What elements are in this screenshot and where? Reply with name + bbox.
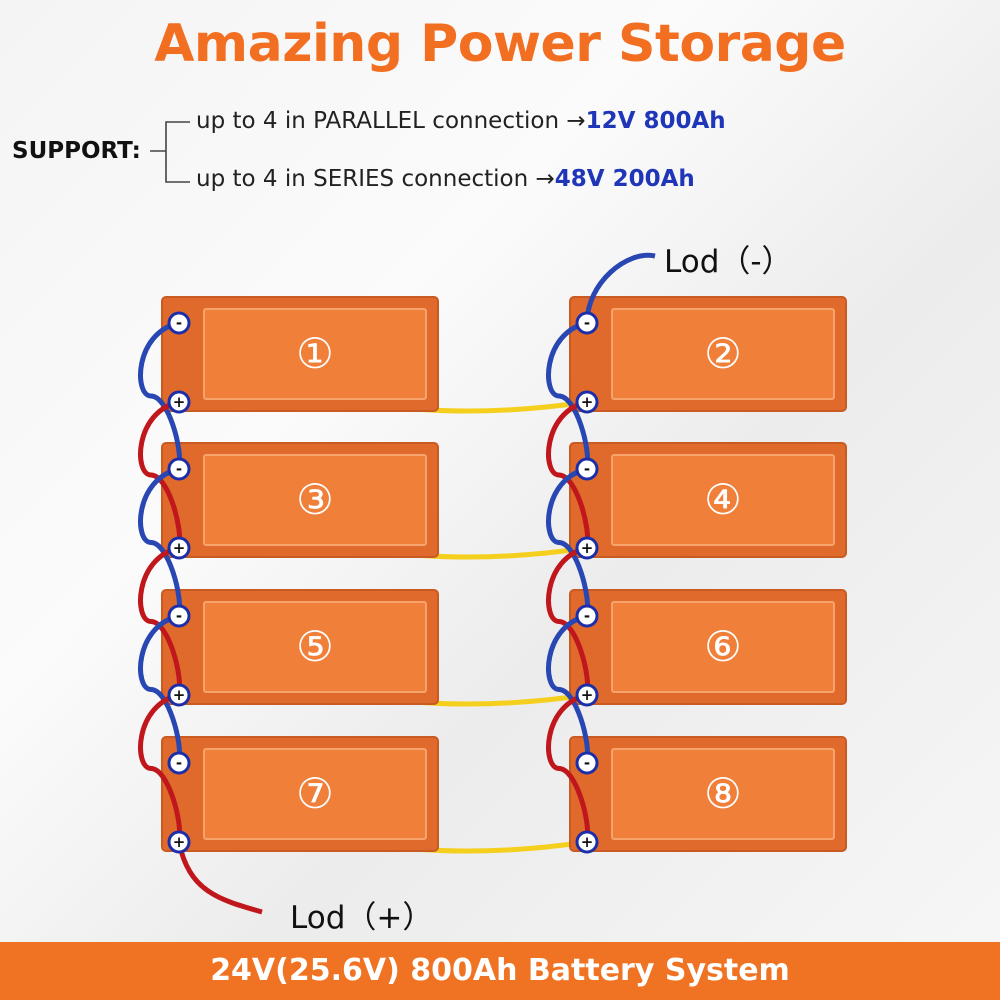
svg-text:+: + xyxy=(581,539,594,557)
load-positive-label: Lod（+） xyxy=(290,900,434,936)
battery-4-negative-terminal: - xyxy=(575,457,599,481)
svg-text:-: - xyxy=(176,314,182,332)
battery-4-number: ④ xyxy=(704,475,742,524)
negative-wire-col2-2 xyxy=(546,466,591,617)
battery-1-positive-terminal: + xyxy=(167,390,191,414)
load-negative-label: Lod（-） xyxy=(664,244,793,280)
svg-text:+: + xyxy=(173,833,186,851)
support-label: SUPPORT: xyxy=(12,138,141,164)
battery-4: ④ xyxy=(569,442,847,558)
svg-text:-: - xyxy=(176,460,182,478)
battery-8-positive-terminal: + xyxy=(575,830,599,854)
terminals: - + - + - + - + - + - + - + - + xyxy=(167,311,599,854)
svg-text:-: - xyxy=(584,607,590,625)
battery-5: ⑤ xyxy=(161,589,439,705)
battery-2-number: ② xyxy=(704,329,742,378)
battery-7-positive-terminal: + xyxy=(167,830,191,854)
support-series-row: up to 4 in SERIES connection →48V 200Ah xyxy=(196,166,695,192)
svg-text:+: + xyxy=(581,686,594,704)
battery-5-number: ⑤ xyxy=(296,622,334,671)
battery-7-number: ⑦ xyxy=(296,769,334,818)
negative-wire-col2-3 xyxy=(546,613,591,764)
battery-8-number: ⑧ xyxy=(704,769,742,818)
battery-6-number: ⑥ xyxy=(704,622,742,671)
negative-wire-col1-2 xyxy=(138,466,183,617)
battery-1-number: ① xyxy=(296,329,334,378)
support-series-value: 48V 200Ah xyxy=(554,166,695,192)
battery-3-positive-terminal: + xyxy=(167,536,191,560)
svg-text:-: - xyxy=(584,754,590,772)
negative-wire-col1-3 xyxy=(138,613,183,764)
battery-6-negative-terminal: - xyxy=(575,604,599,628)
battery-3-negative-terminal: - xyxy=(167,457,191,481)
page-title: Amazing Power Storage xyxy=(154,14,846,74)
footer-banner: 24V(25.6V) 800Ah Battery System xyxy=(0,942,1000,1000)
svg-text:+: + xyxy=(173,393,186,411)
support-series-text: up to 4 in SERIES connection → xyxy=(196,166,555,192)
load-negative-wire xyxy=(584,252,656,324)
support-bracket xyxy=(150,121,190,183)
svg-text:-: - xyxy=(584,460,590,478)
battery-8-negative-terminal: - xyxy=(575,751,599,775)
battery-5-positive-terminal: + xyxy=(167,683,191,707)
support-parallel-value: 12V 800Ah xyxy=(585,108,726,134)
battery-2-positive-terminal: + xyxy=(575,390,599,414)
battery-2: ② xyxy=(569,296,847,412)
load-positive-wire xyxy=(176,841,263,915)
positive-wire-col1-1 xyxy=(138,399,183,549)
positive-wire-col2-3 xyxy=(546,692,591,843)
svg-text:-: - xyxy=(176,607,182,625)
battery-6: ⑥ xyxy=(569,589,847,705)
battery-7-negative-terminal: - xyxy=(167,751,191,775)
battery-3: ③ xyxy=(161,442,439,558)
svg-text:-: - xyxy=(176,754,182,772)
svg-text:+: + xyxy=(173,539,186,557)
battery-5-negative-terminal: - xyxy=(167,604,191,628)
positive-wire-col1-3 xyxy=(138,692,183,843)
svg-text:-: - xyxy=(584,314,590,332)
battery-grid: ① ② ③ ④ ⑤ ⑥ ⑦ ⑧ xyxy=(161,296,847,852)
support-parallel-row: up to 4 in PARALLEL connection →12V 800A… xyxy=(196,108,726,134)
positive-wire-col1-2 xyxy=(138,545,183,696)
battery-4-positive-terminal: + xyxy=(575,536,599,560)
battery-1-negative-terminal: - xyxy=(167,311,191,335)
svg-text:+: + xyxy=(173,686,186,704)
negative-wire-col2-1 xyxy=(546,320,591,470)
battery-2-negative-terminal: - xyxy=(575,311,599,335)
parallel-wires xyxy=(138,252,656,915)
battery-6-positive-terminal: + xyxy=(575,683,599,707)
battery-3-number: ③ xyxy=(296,475,334,524)
positive-wire-col2-1 xyxy=(546,399,591,549)
support-parallel-text: up to 4 in PARALLEL connection → xyxy=(196,108,586,134)
negative-wire-col1-1 xyxy=(138,320,183,470)
positive-wire-col2-2 xyxy=(546,545,591,696)
svg-text:+: + xyxy=(581,833,594,851)
battery-7: ⑦ xyxy=(161,736,439,852)
battery-8: ⑧ xyxy=(569,736,847,852)
battery-1: ① xyxy=(161,296,439,412)
svg-text:+: + xyxy=(581,393,594,411)
